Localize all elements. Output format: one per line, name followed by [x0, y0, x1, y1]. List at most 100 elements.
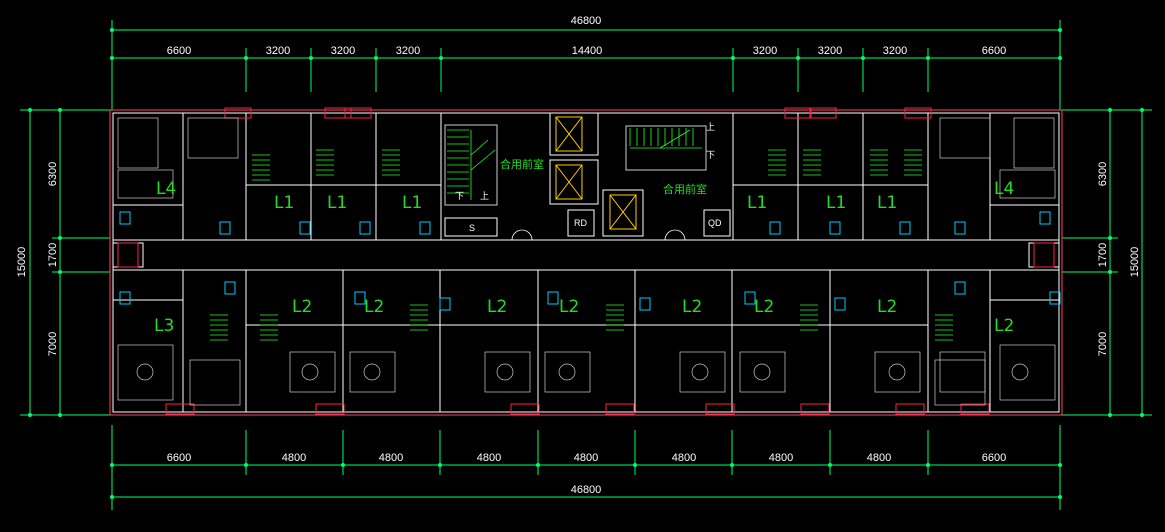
furniture-round	[136, 363, 154, 381]
dim-bottom-seg: 4800	[867, 452, 891, 464]
furniture-piece	[484, 351, 531, 393]
dimension-lines	[20, 20, 1152, 510]
furniture-round	[363, 363, 381, 381]
core-stair-left	[444, 124, 498, 206]
fixture	[954, 281, 966, 295]
furniture-piece	[349, 351, 396, 393]
core-stair-left-steps	[447, 129, 469, 194]
furniture-piece	[187, 117, 239, 159]
furniture-piece	[544, 351, 591, 393]
furniture-round	[301, 363, 319, 381]
window	[117, 242, 139, 268]
room-label-top: L1	[274, 193, 294, 213]
room-label-bottom: L2	[877, 297, 897, 317]
windows	[117, 107, 1055, 415]
lobby-label-right: 合用前室	[663, 182, 707, 196]
stair-up-label: 上	[706, 122, 715, 132]
furniture-round	[691, 363, 709, 381]
shaft-s-label: S	[469, 223, 475, 233]
dim-right-total: 15000	[1129, 247, 1141, 278]
corridor-doors	[511, 229, 686, 241]
window	[344, 107, 372, 119]
fixture	[954, 221, 966, 235]
furniture-piece	[189, 359, 241, 406]
dim-top-seg: 3200	[396, 45, 420, 57]
dim-bottom-seg: 4800	[282, 452, 306, 464]
window	[809, 107, 837, 119]
fixture	[224, 281, 236, 295]
furniture-piece	[999, 344, 1056, 401]
dim-top-seg: 3200	[331, 45, 355, 57]
furniture-piece	[117, 169, 174, 199]
dim-bottom-seg: 4800	[769, 452, 793, 464]
window	[895, 403, 925, 415]
fixture	[359, 221, 371, 235]
room-label-bottom: L2	[364, 297, 384, 317]
dim-right-seg: 1700	[1097, 243, 1109, 267]
dim-bottom-seg: 4800	[477, 452, 501, 464]
dim-bottom-seg: 6600	[982, 452, 1006, 464]
window	[904, 107, 932, 119]
elevator-shafts	[549, 112, 731, 237]
dim-top-seg: 6600	[167, 45, 191, 57]
stair-down-label: 下	[706, 150, 715, 160]
furniture-piece	[117, 344, 174, 401]
room-label-bottom: L2	[559, 297, 579, 317]
shaft-rd-label: RD	[574, 218, 587, 228]
furniture-round	[753, 363, 771, 381]
dim-bottom-seg: 4800	[672, 452, 696, 464]
dim-top-seg: 6600	[982, 45, 1006, 57]
dim-top-total: 46800	[571, 15, 602, 27]
room-label-top: L1	[402, 193, 422, 213]
dimension-ticks	[28, 28, 1144, 499]
window	[165, 403, 195, 415]
stairs	[210, 149, 953, 341]
core-details: S 下 上 RD QD 上 下 合用前室 合用前室	[444, 112, 731, 241]
window	[315, 403, 345, 415]
fixture	[419, 221, 431, 235]
furniture-round	[888, 363, 906, 381]
fixture	[119, 291, 131, 305]
dim-top-seg: 3200	[883, 45, 907, 57]
partition-walls	[113, 113, 1059, 412]
room-label-bottom: L2	[292, 297, 312, 317]
fixture	[439, 297, 451, 311]
furniture-piece	[939, 117, 991, 159]
stair-down-label: 下	[455, 191, 464, 201]
dim-top-seg: 3200	[266, 45, 290, 57]
room-labels: L4 L1 L1 L1 L1 L1 L1 L4 L3 L2 L2 L2 L2 L…	[154, 179, 1014, 336]
fixture	[1049, 291, 1061, 305]
fixture	[744, 291, 756, 305]
shaft-s	[444, 217, 498, 237]
dimension-text: 46800 6600 3200 3200 3200 14400 3200 320…	[16, 15, 1141, 496]
dim-right-seg: 7000	[1097, 332, 1109, 356]
room-label-bottom: L3	[154, 316, 174, 336]
furniture-piece	[289, 351, 336, 393]
furniture-piece	[117, 117, 159, 169]
dim-top-seg: 3200	[818, 45, 842, 57]
dim-bottom-seg: 6600	[167, 452, 191, 464]
room-label-bottom: L2	[754, 297, 774, 317]
dim-top-seg: 3200	[753, 45, 777, 57]
fixture	[769, 221, 781, 235]
fixture	[834, 297, 846, 311]
room-label-bottom: L2	[487, 297, 507, 317]
fixture	[354, 291, 366, 305]
window	[800, 403, 830, 415]
furniture-piece	[939, 351, 986, 393]
fixture	[119, 211, 131, 225]
furniture-round	[496, 363, 514, 381]
window	[705, 403, 735, 415]
furniture-piece	[739, 351, 786, 393]
dim-bottom-seg: 4800	[574, 452, 598, 464]
room-label-top: L1	[826, 193, 846, 213]
room-label-bottom: L2	[682, 297, 702, 317]
fixture	[829, 221, 841, 235]
furniture-piece	[999, 169, 1056, 199]
fixture	[1039, 211, 1051, 225]
furniture-piece	[679, 351, 726, 393]
furniture	[117, 117, 1056, 406]
room-label-bottom: L2	[994, 316, 1014, 336]
